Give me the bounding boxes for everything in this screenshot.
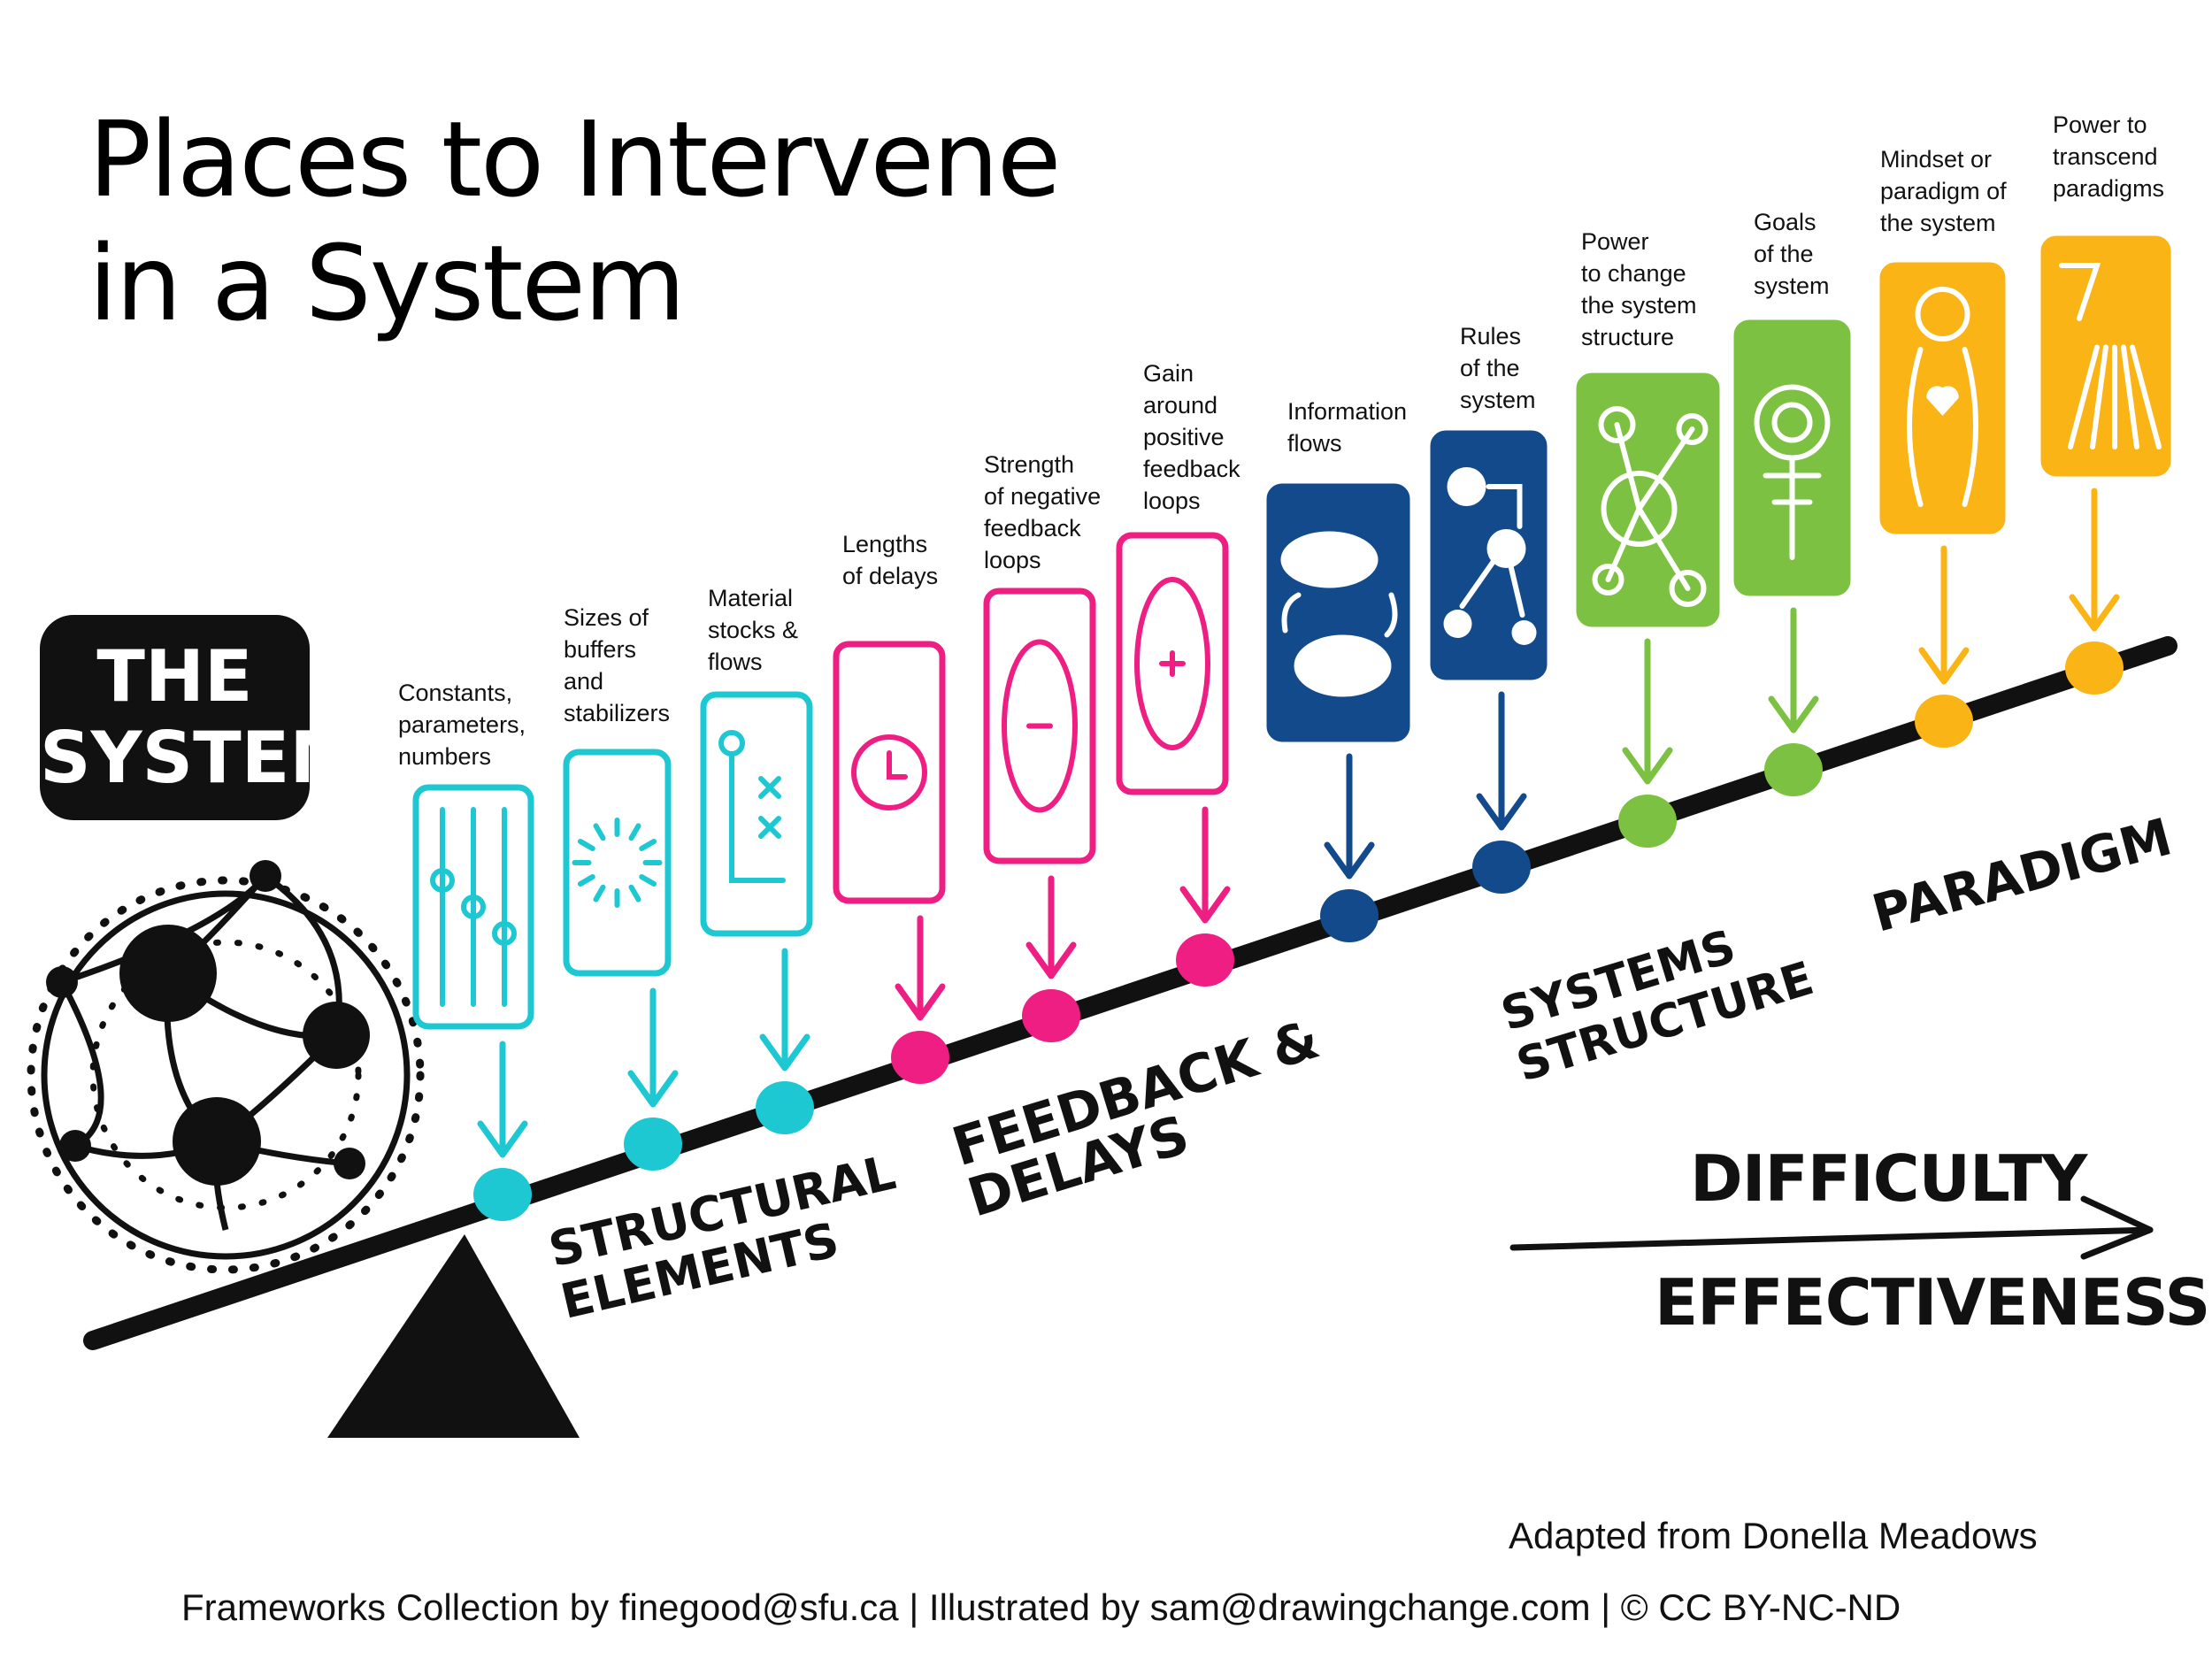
level-label-4: Lengths of delays (842, 531, 939, 589)
down-arrow-icon (627, 987, 679, 1108)
beam-dot (1472, 841, 1531, 894)
molecule-network-icon (1592, 406, 1709, 607)
flow-path-icon (718, 730, 786, 883)
system-badge-line-2: SYSTEM (40, 717, 360, 799)
down-arrow-icon (1768, 607, 1819, 733)
the-system-badge: THE SYSTEM (40, 615, 360, 820)
system-badge-line-1: THE (96, 635, 253, 718)
down-arrow-icon (477, 1041, 528, 1158)
level-label-2: Sizes of buffers and stabilizers (564, 604, 671, 726)
down-arrow-icon (1918, 545, 1970, 685)
beam-dot (1618, 795, 1677, 848)
beam-dot (1022, 989, 1080, 1042)
beam-dot (756, 1081, 814, 1134)
level-12 (2040, 235, 2171, 695)
title-line-1: Places to Intervene (88, 98, 1061, 220)
level-card (1266, 483, 1410, 742)
sliders-icon (430, 807, 517, 1007)
down-arrow-icon (1025, 875, 1077, 979)
adapted-credit: Adapted from Donella Meadows (1509, 1515, 2038, 1556)
down-arrow-icon (759, 948, 810, 1071)
page-title: Places to Intervene in a System (88, 97, 1061, 345)
light-rays-icon (2059, 263, 2162, 449)
level-label-5: Strength of negative feedback loops (984, 451, 1102, 573)
level-label-7: Information flows (1287, 398, 1408, 457)
level-8 (1430, 430, 1548, 894)
level-label-9: Power to change the system structure (1581, 228, 1697, 350)
down-arrow-icon (1179, 806, 1231, 924)
alarm-clock-icon (851, 734, 927, 810)
level-6 (1116, 532, 1234, 987)
system-globe-icon (27, 860, 425, 1274)
level-3 (700, 691, 814, 1134)
level-label-11: Mindset or paradigm of the system (1880, 146, 2007, 236)
levels-layer (412, 235, 2171, 1221)
level-label-12: Power to transcend paradigms (2053, 111, 2165, 202)
speech-bubbles-icon (1280, 531, 1398, 697)
beam-dot (624, 1118, 682, 1171)
axis-label-effectiveness: EFFECTIVENESS (1655, 1265, 2210, 1340)
level-2 (563, 749, 682, 1171)
beam-dot (1764, 743, 1823, 796)
level-10 (1733, 319, 1851, 796)
lever-beam (83, 636, 2177, 1350)
down-arrow-icon (1476, 691, 1527, 831)
level-card (563, 749, 672, 977)
positive-loop-icon (1134, 577, 1210, 750)
rules-network-icon (1443, 467, 1537, 645)
level-label-3: Material stocks & flows (708, 585, 799, 675)
level-card (700, 691, 813, 937)
beam-dot (1176, 933, 1234, 987)
title-line-2: in a System (88, 222, 686, 344)
level-5 (983, 588, 1096, 1042)
level-1 (412, 784, 534, 1221)
level-11 (1879, 262, 2006, 748)
target-icon (1754, 384, 1831, 560)
down-arrow-icon (2069, 488, 2120, 632)
dial-icon (572, 818, 663, 908)
down-arrow-icon (1324, 753, 1375, 879)
level-label-10: Goals of the system (1754, 209, 1830, 299)
level-7 (1266, 483, 1410, 942)
level-label-1: Constants, parameters, numbers (398, 680, 526, 770)
level-label-8: Rules of the system (1460, 323, 1536, 413)
difficulty-effectiveness-arrow (1509, 1195, 2154, 1260)
beam-dot (1915, 695, 1973, 748)
beam-dot (473, 1168, 532, 1221)
level-9 (1576, 373, 1720, 848)
person-heart-icon (1907, 287, 1978, 507)
axis-label-difficulty: DIFFICULTY (1690, 1141, 2087, 1216)
beam-dot (891, 1031, 949, 1084)
beam-dot (2065, 641, 2124, 695)
level-4 (833, 641, 949, 1084)
fulcrum (327, 1234, 580, 1438)
down-arrow-icon (895, 915, 946, 1021)
beam-dot (1320, 889, 1379, 942)
negative-loop-icon (1002, 639, 1078, 813)
level-label-6: Gain around positive feedback loops (1143, 360, 1240, 514)
footer-credit: Frameworks Collection by finegood@sfu.ca… (181, 1586, 1901, 1628)
down-arrow-icon (1622, 638, 1673, 785)
